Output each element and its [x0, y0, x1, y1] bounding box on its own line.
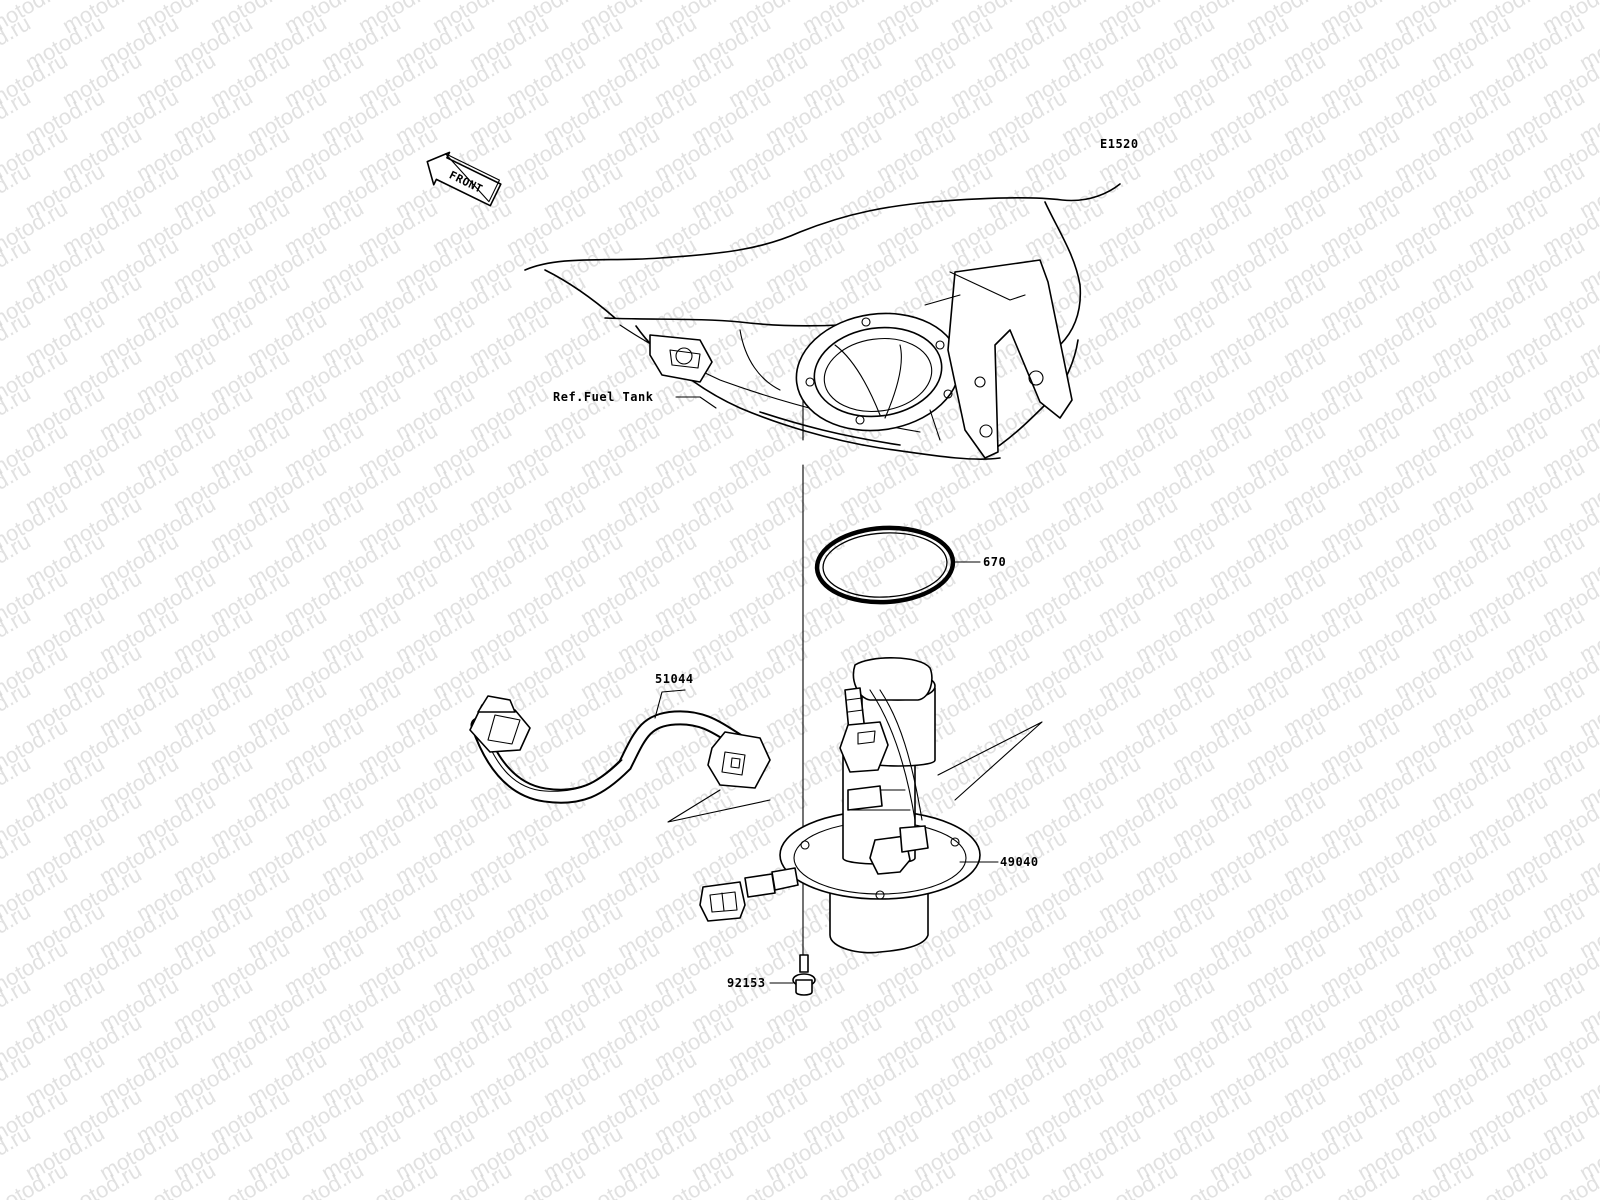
part-number-gasket: 670	[983, 555, 1006, 569]
part-number-pump: 49040	[1000, 855, 1039, 869]
part-number-bolt: 92153	[727, 976, 766, 990]
part-number-harness: 51044	[655, 672, 694, 686]
ref-fuel-tank-label: Ref.Fuel Tank	[553, 390, 654, 404]
watermark-text: motod.ru	[1575, 0, 1600, 1]
diagram-code: E1520	[1100, 137, 1139, 151]
